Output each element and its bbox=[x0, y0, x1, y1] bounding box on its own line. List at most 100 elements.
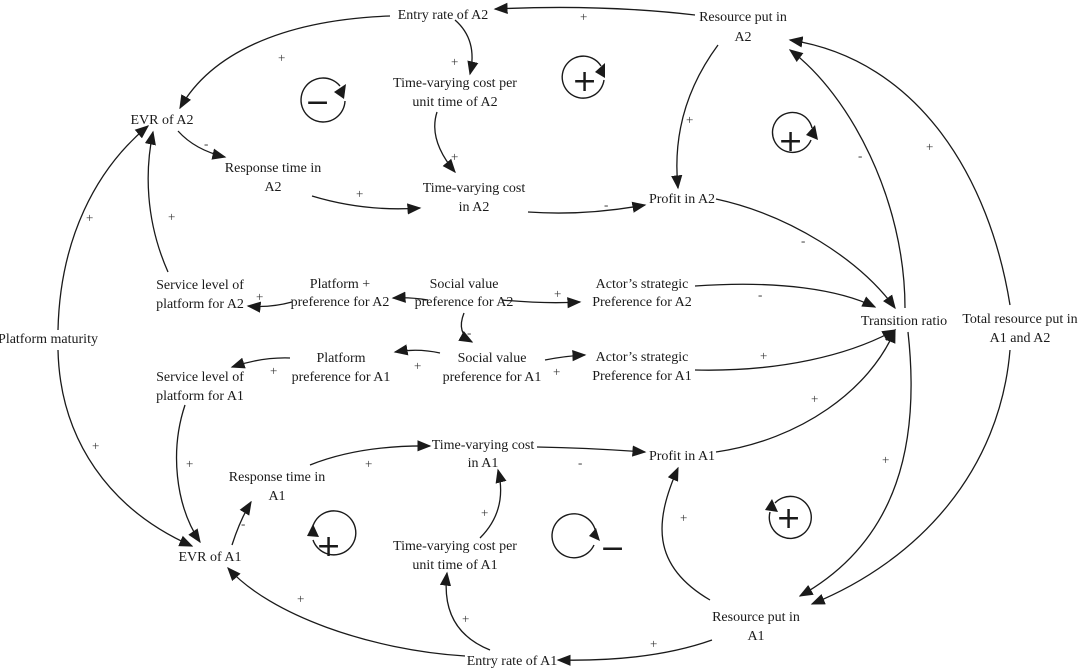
svg-text:Time-varying cost per: Time-varying cost per bbox=[393, 76, 517, 91]
edge-entry-a1-to-tvcpu-a1 bbox=[439, 571, 491, 651]
node-service-level-a1: Service level of platform for A1 bbox=[156, 370, 244, 404]
sign-profit-transition-a1: + bbox=[811, 391, 818, 406]
svg-text:Platform: Platform bbox=[317, 351, 366, 366]
sign-pp-svc-a2: + bbox=[256, 289, 263, 304]
svg-text:Resource put in: Resource put in bbox=[699, 10, 787, 25]
edge-evr-a2-to-resp-a2 bbox=[177, 130, 227, 160]
node-platform-pref-a1: Platform preference for A1 bbox=[292, 351, 391, 385]
node-service-level-a2: Service level of platform for A2 bbox=[156, 278, 244, 312]
svg-text:preference for A1: preference for A1 bbox=[292, 370, 391, 385]
node-response-time-a1: Response time in A1 bbox=[229, 470, 325, 504]
svg-text:preference for A2: preference for A2 bbox=[291, 295, 390, 310]
edge-transition-to-resource-a2 bbox=[788, 49, 906, 309]
loop-markers: − + + + − + bbox=[300, 55, 818, 566]
svg-text:Actor’s strategic: Actor’s strategic bbox=[596, 350, 689, 365]
svg-text:Profit in A2: Profit in A2 bbox=[649, 192, 715, 207]
node-entry-rate-a1: Entry rate of A1 bbox=[467, 654, 558, 668]
node-platform-pref-a2: Platform + preference for A2 bbox=[291, 277, 390, 310]
edge-resp-a2-to-tvc-a2 bbox=[311, 195, 422, 215]
svg-text:Time-varying cost per: Time-varying cost per bbox=[393, 539, 517, 554]
edge-entry-a2-to-evr-a2 bbox=[179, 15, 391, 110]
node-tvcpu-a2: Time-varying cost per unit time of A2 bbox=[393, 76, 517, 110]
node-actor-strategic-a1: Actor’s strategic Preference for A1 bbox=[592, 350, 692, 384]
sign-maturity-evr-a2: + bbox=[86, 210, 93, 225]
sign-maturity-evr-a1: + bbox=[92, 438, 99, 453]
edge-svp-a1-to-pp-a1 bbox=[393, 344, 441, 356]
svg-text:Total resource put in: Total resource put in bbox=[962, 312, 1077, 327]
sign-svp-asp-a2: + bbox=[554, 286, 561, 301]
sign-evr-resp-a2: - bbox=[204, 136, 208, 151]
svg-text:preference for A1: preference for A1 bbox=[443, 370, 542, 385]
svg-text:A2: A2 bbox=[734, 30, 751, 45]
sign-resp-tvc-a2: + bbox=[356, 186, 363, 201]
sign-pp-svc-a1: + bbox=[270, 363, 277, 378]
svg-text:Platform +: Platform + bbox=[310, 277, 370, 292]
sign-resource-entry-a2: + bbox=[580, 9, 587, 24]
sign-evr-resp-a1: - bbox=[241, 516, 245, 531]
edge-resource-a1-to-profit-a1 bbox=[661, 466, 711, 601]
node-social-value-a2: Social value preference for A2 bbox=[415, 277, 514, 310]
svg-text:Service level of: Service level of bbox=[156, 370, 244, 385]
sign-entry-evr-a1: + bbox=[297, 591, 304, 606]
sign-svp-asp-a1: + bbox=[553, 364, 560, 379]
svg-text:A1: A1 bbox=[747, 629, 764, 644]
svg-text:Resource put in: Resource put in bbox=[712, 610, 800, 625]
edge-svp-a2-to-pp-a2 bbox=[391, 291, 429, 303]
svg-text:Time-varying cost: Time-varying cost bbox=[423, 181, 526, 196]
edge-resource-a2-to-profit-a2 bbox=[671, 44, 719, 190]
edge-tvc-a2-to-profit-a2 bbox=[527, 201, 647, 214]
node-tvc-a2: Time-varying cost in A2 bbox=[423, 181, 526, 215]
svg-text:Actor’s strategic: Actor’s strategic bbox=[596, 277, 689, 292]
svg-text:A1: A1 bbox=[268, 489, 285, 504]
node-profit-a2: Profit in A2 bbox=[649, 192, 715, 207]
node-tvc-a1: Time-varying cost in A1 bbox=[432, 438, 535, 471]
sign-profit-transition-a2: - bbox=[801, 233, 805, 248]
loop-positive-a2-top: + bbox=[561, 55, 605, 99]
svg-text:Response time in: Response time in bbox=[229, 470, 325, 485]
loop-negative-a2: − bbox=[300, 77, 346, 123]
node-tvcpu-a1: Time-varying cost per unit time of A1 bbox=[393, 539, 517, 573]
node-evr-a1: EVR of A1 bbox=[179, 550, 242, 565]
sign-svp-pp-a1: + bbox=[414, 358, 421, 373]
edges bbox=[57, 2, 1011, 666]
edge-entry-a2-to-tvcpu-a2 bbox=[454, 19, 479, 76]
svg-text:A2: A2 bbox=[264, 180, 281, 195]
node-response-time-a2: Response time in A2 bbox=[225, 161, 321, 195]
edge-tvcpu-a2-to-tvc-a2 bbox=[434, 111, 456, 174]
edge-tvcpu-a1-to-tvc-a1 bbox=[479, 468, 507, 539]
svg-text:unit time of A2: unit time of A2 bbox=[412, 95, 497, 110]
node-transition-ratio: Transition ratio bbox=[861, 314, 947, 329]
svg-text:in A1: in A1 bbox=[468, 456, 499, 471]
edge-total-to-resource-a1 bbox=[810, 349, 1011, 605]
loop-positive-a2-right: + bbox=[771, 111, 818, 159]
svg-text:EVR of A1: EVR of A1 bbox=[179, 550, 242, 565]
svg-text:A1 and A2: A1 and A2 bbox=[990, 331, 1051, 346]
svg-text:in A2: in A2 bbox=[459, 200, 490, 215]
svg-text:Preference for A2: Preference for A2 bbox=[592, 295, 692, 310]
sign-svp-svp: - bbox=[467, 325, 471, 340]
edge-resource-a1-to-entry-a1 bbox=[556, 639, 713, 666]
edge-asp-a1-to-transition bbox=[694, 329, 897, 371]
svg-text:Social value: Social value bbox=[458, 351, 527, 366]
sign-resp-tvc-a1: + bbox=[365, 456, 372, 471]
edge-maturity-to-evr-a2 bbox=[57, 125, 150, 331]
loop-positive-a1-right: + bbox=[765, 495, 812, 540]
edge-svp-a2-to-svp-a1 bbox=[458, 312, 474, 343]
sign-total-resource-a2: + bbox=[926, 139, 933, 154]
svg-text:+: + bbox=[572, 64, 597, 99]
sign-asp-transition-a1: + bbox=[760, 348, 767, 363]
svg-text:+: + bbox=[778, 124, 803, 159]
sign-transition-resource-a1: + bbox=[882, 452, 889, 467]
sign-svc-evr-a2: + bbox=[168, 209, 175, 224]
svg-text:Entry rate of A1: Entry rate of A1 bbox=[467, 654, 558, 668]
edge-resource-a2-to-entry-a2 bbox=[493, 2, 696, 16]
svg-text:platform for A2: platform for A2 bbox=[156, 297, 244, 312]
edge-pp-a1-to-svc-a1 bbox=[230, 357, 291, 369]
sign-entry-tvcpu-a2: + bbox=[451, 54, 458, 69]
edge-pp-a2-to-svc-a2 bbox=[246, 301, 293, 313]
edge-asp-a2-to-transition bbox=[694, 283, 877, 308]
svg-text:platform for A1: platform for A1 bbox=[156, 389, 244, 404]
node-profit-a1: Profit in A1 bbox=[649, 449, 715, 464]
edge-evr-a1-to-resp-a1 bbox=[231, 500, 252, 546]
